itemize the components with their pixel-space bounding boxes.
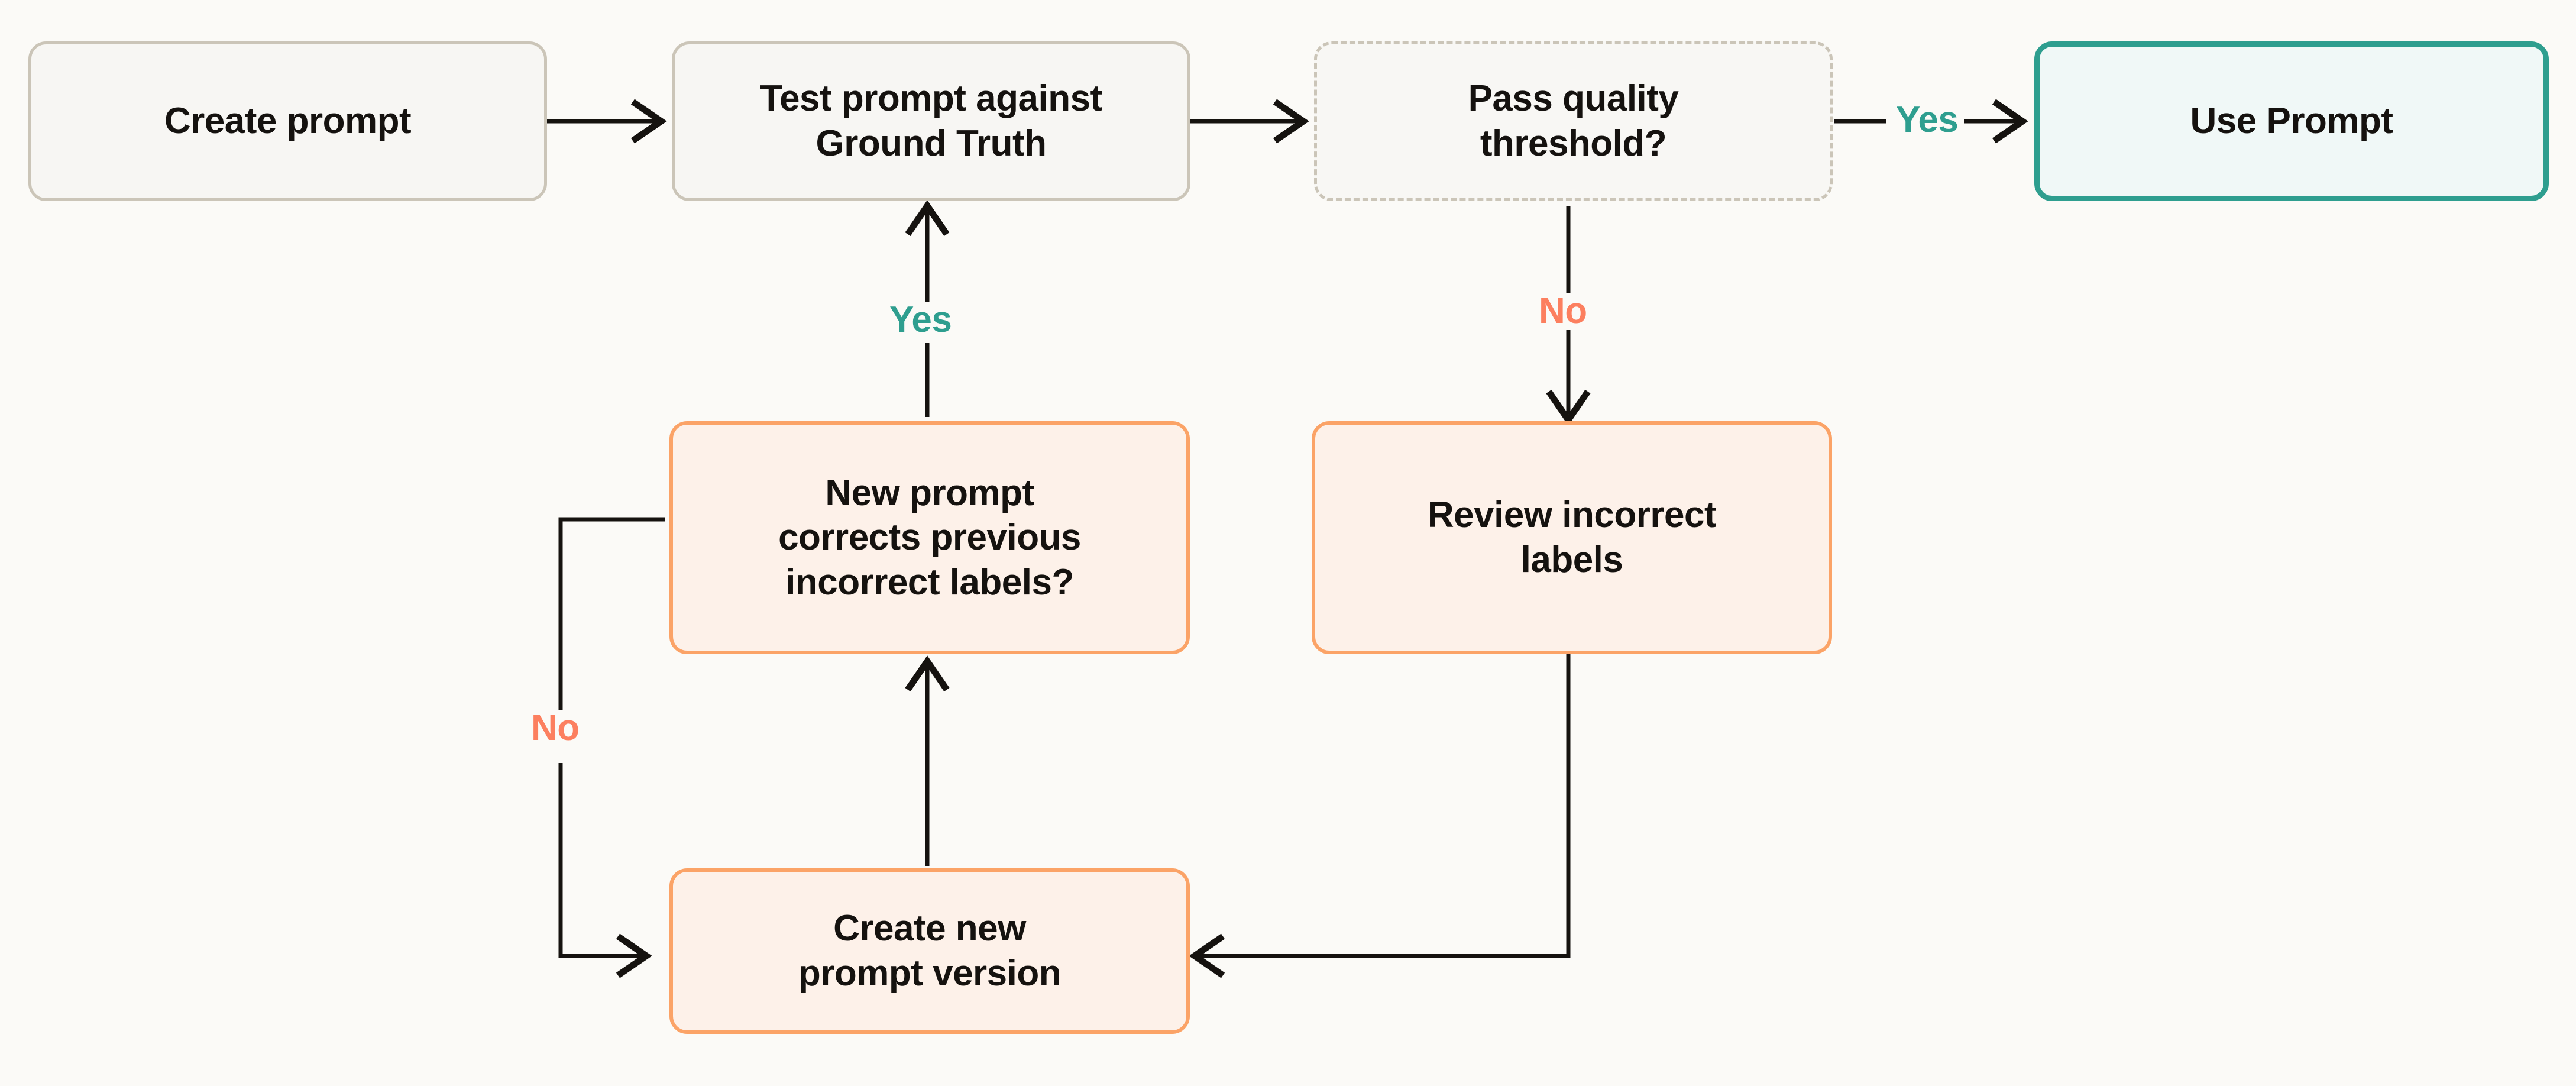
node-review-incorrect-label: Review incorrect labels [1427,494,1717,580]
edge-create-to-test [547,99,667,144]
node-test-prompt[interactable]: Test prompt against Ground Truth [672,41,1190,201]
node-create-new-version[interactable]: Create new prompt version [669,868,1190,1034]
node-use-prompt[interactable]: Use Prompt [2034,41,2549,201]
edge-label-pass-to-review: No [1533,293,1593,329]
edge-create-version-to-corrects [905,655,950,866]
node-new-prompt-corrects-label: New prompt corrects previous incorrect l… [778,472,1081,603]
edge-test-to-pass [1190,99,1309,144]
node-create-prompt[interactable]: Create prompt [28,41,547,201]
node-new-prompt-corrects[interactable]: New prompt corrects previous incorrect l… [669,421,1190,654]
edge-label-pass-to-use: Yes [1890,102,1965,138]
node-pass-quality-label: Pass quality threshold? [1468,78,1679,164]
node-create-prompt-label: Create prompt [164,101,412,142]
node-use-prompt-label: Use Prompt [2190,101,2393,142]
edge-label-corrects-to-test: Yes [884,302,958,338]
node-test-prompt-label: Test prompt against Ground Truth [760,78,1102,164]
edge-label-corrects-to-create-version: No [525,710,585,746]
edge-review-to-create-version [1189,654,1571,978]
node-pass-quality[interactable]: Pass quality threshold? [1314,41,1833,201]
node-review-incorrect[interactable]: Review incorrect labels [1312,421,1832,654]
node-create-new-version-label: Create new prompt version [798,908,1062,994]
